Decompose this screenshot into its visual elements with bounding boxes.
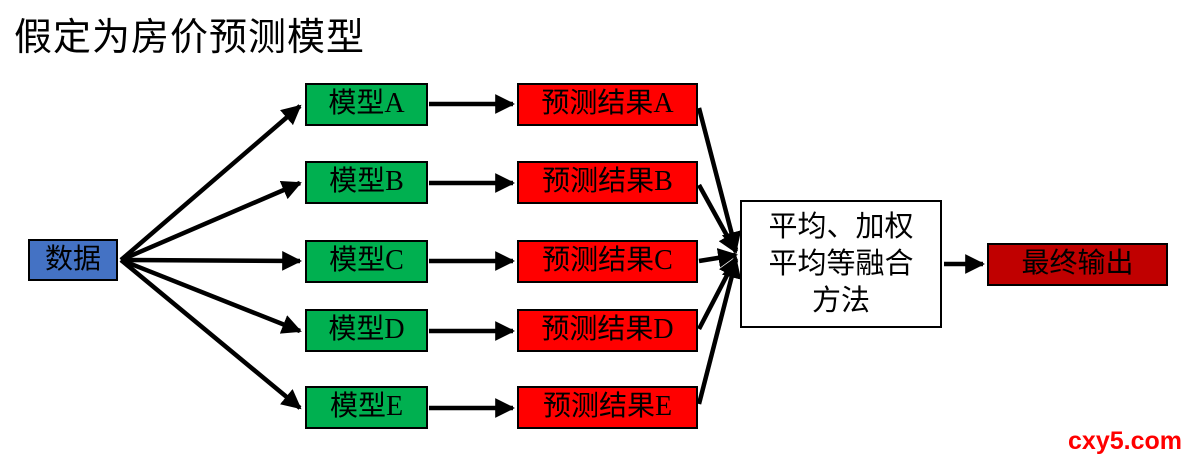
arrow-result-a-to-fusion xyxy=(696,107,742,252)
data-node: 数据 xyxy=(28,239,118,281)
arrow-input-to-model-c xyxy=(120,251,302,271)
result-c-node: 预测结果C xyxy=(517,240,698,283)
arrow-result-b-to-fusion xyxy=(697,183,738,254)
arrow-input-to-model-d xyxy=(120,257,302,334)
arrow-result-c-to-fusion xyxy=(698,248,738,268)
result-a-node: 预测结果A xyxy=(517,83,698,126)
model-a-node: 模型A xyxy=(305,83,428,126)
fusion-method-node: 平均、加权 平均等融合 方法 xyxy=(740,200,942,328)
model-c-node: 模型C xyxy=(305,240,428,283)
arrow-input-to-model-e xyxy=(119,258,302,410)
watermark: cxy5.com xyxy=(1068,427,1182,455)
result-d-node: 预测结果D xyxy=(517,309,698,352)
model-e-node: 模型E xyxy=(305,386,428,429)
arrow-input-to-model-a xyxy=(119,104,302,262)
model-b-node: 模型B xyxy=(305,161,428,204)
result-b-node: 预测结果B xyxy=(517,161,698,204)
arrow-input-to-model-b xyxy=(120,180,302,263)
arrow-result-d-to-fusion xyxy=(697,256,738,331)
final-output-node: 最终输出 xyxy=(987,243,1168,286)
model-d-node: 模型D xyxy=(305,309,428,352)
arrow-result-e-to-fusion xyxy=(696,258,742,405)
page-title: 假定为房价预测模型 xyxy=(14,17,366,59)
result-e-node: 预测结果E xyxy=(517,386,698,429)
